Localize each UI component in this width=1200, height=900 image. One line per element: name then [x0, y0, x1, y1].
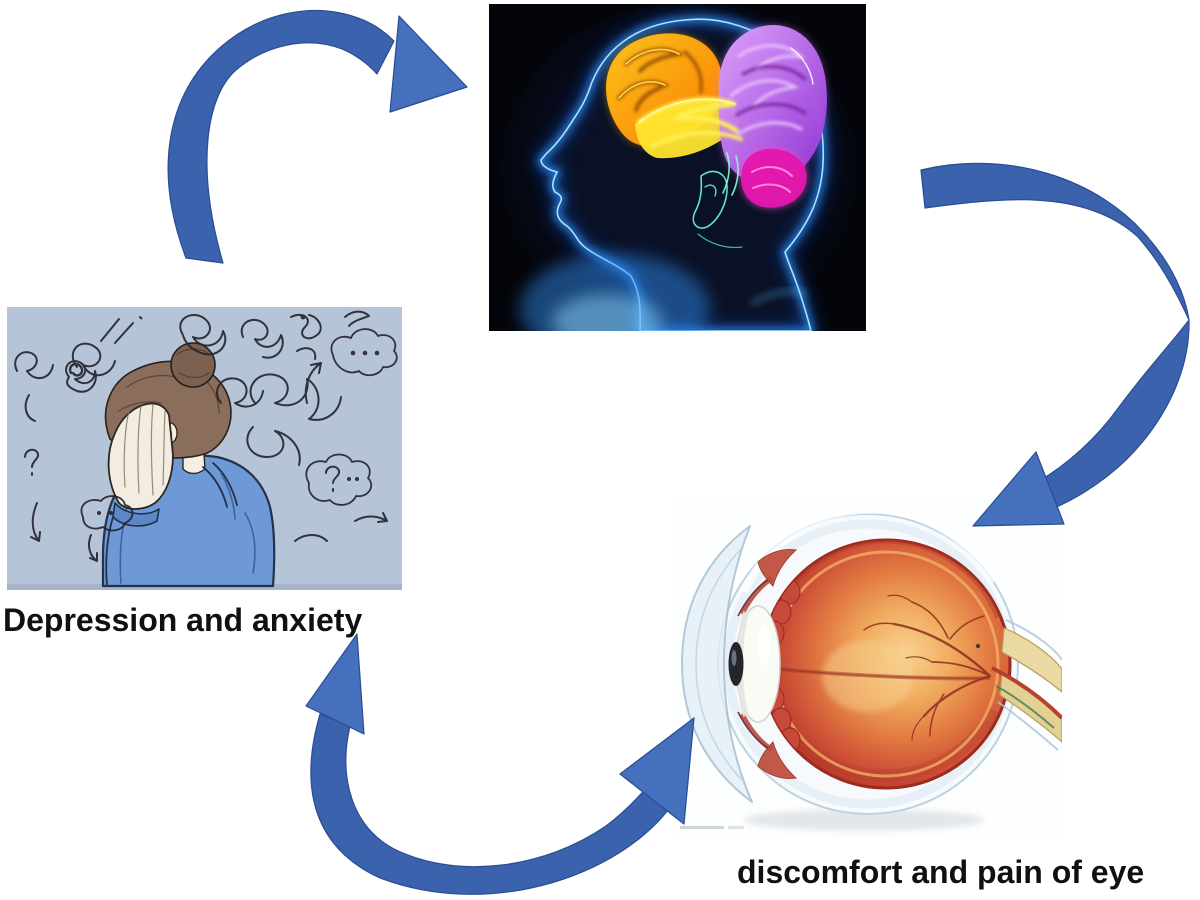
arrow-depression-to-brain — [167, 9, 468, 264]
eye-anatomy-illustration — [672, 496, 1062, 838]
arrowhead-to-brain — [389, 15, 468, 113]
brain-gyri-lines — [617, 44, 814, 193]
depression-label: Depression and anxiety — [3, 602, 363, 638]
anxious-woman-figure — [101, 342, 276, 588]
depression-illustration — [7, 307, 402, 590]
arrow-brain-to-eye — [920, 162, 1190, 527]
optic-nerve — [991, 619, 1062, 751]
head-silhouette — [520, 19, 823, 331]
brain-activity-illustration — [489, 4, 866, 331]
anxiety-scribbles — [14, 310, 398, 562]
cornea-dome — [681, 525, 753, 803]
arrow-eye-to-depression — [305, 633, 695, 895]
arrowhead-to-depression-label — [305, 633, 365, 735]
lens-and-pupil — [728, 549, 798, 779]
eye-discomfort-label: discomfort and pain of eye — [737, 854, 1145, 890]
ear-and-brainstem-lines — [692, 152, 743, 249]
watermark-line — [680, 826, 744, 829]
